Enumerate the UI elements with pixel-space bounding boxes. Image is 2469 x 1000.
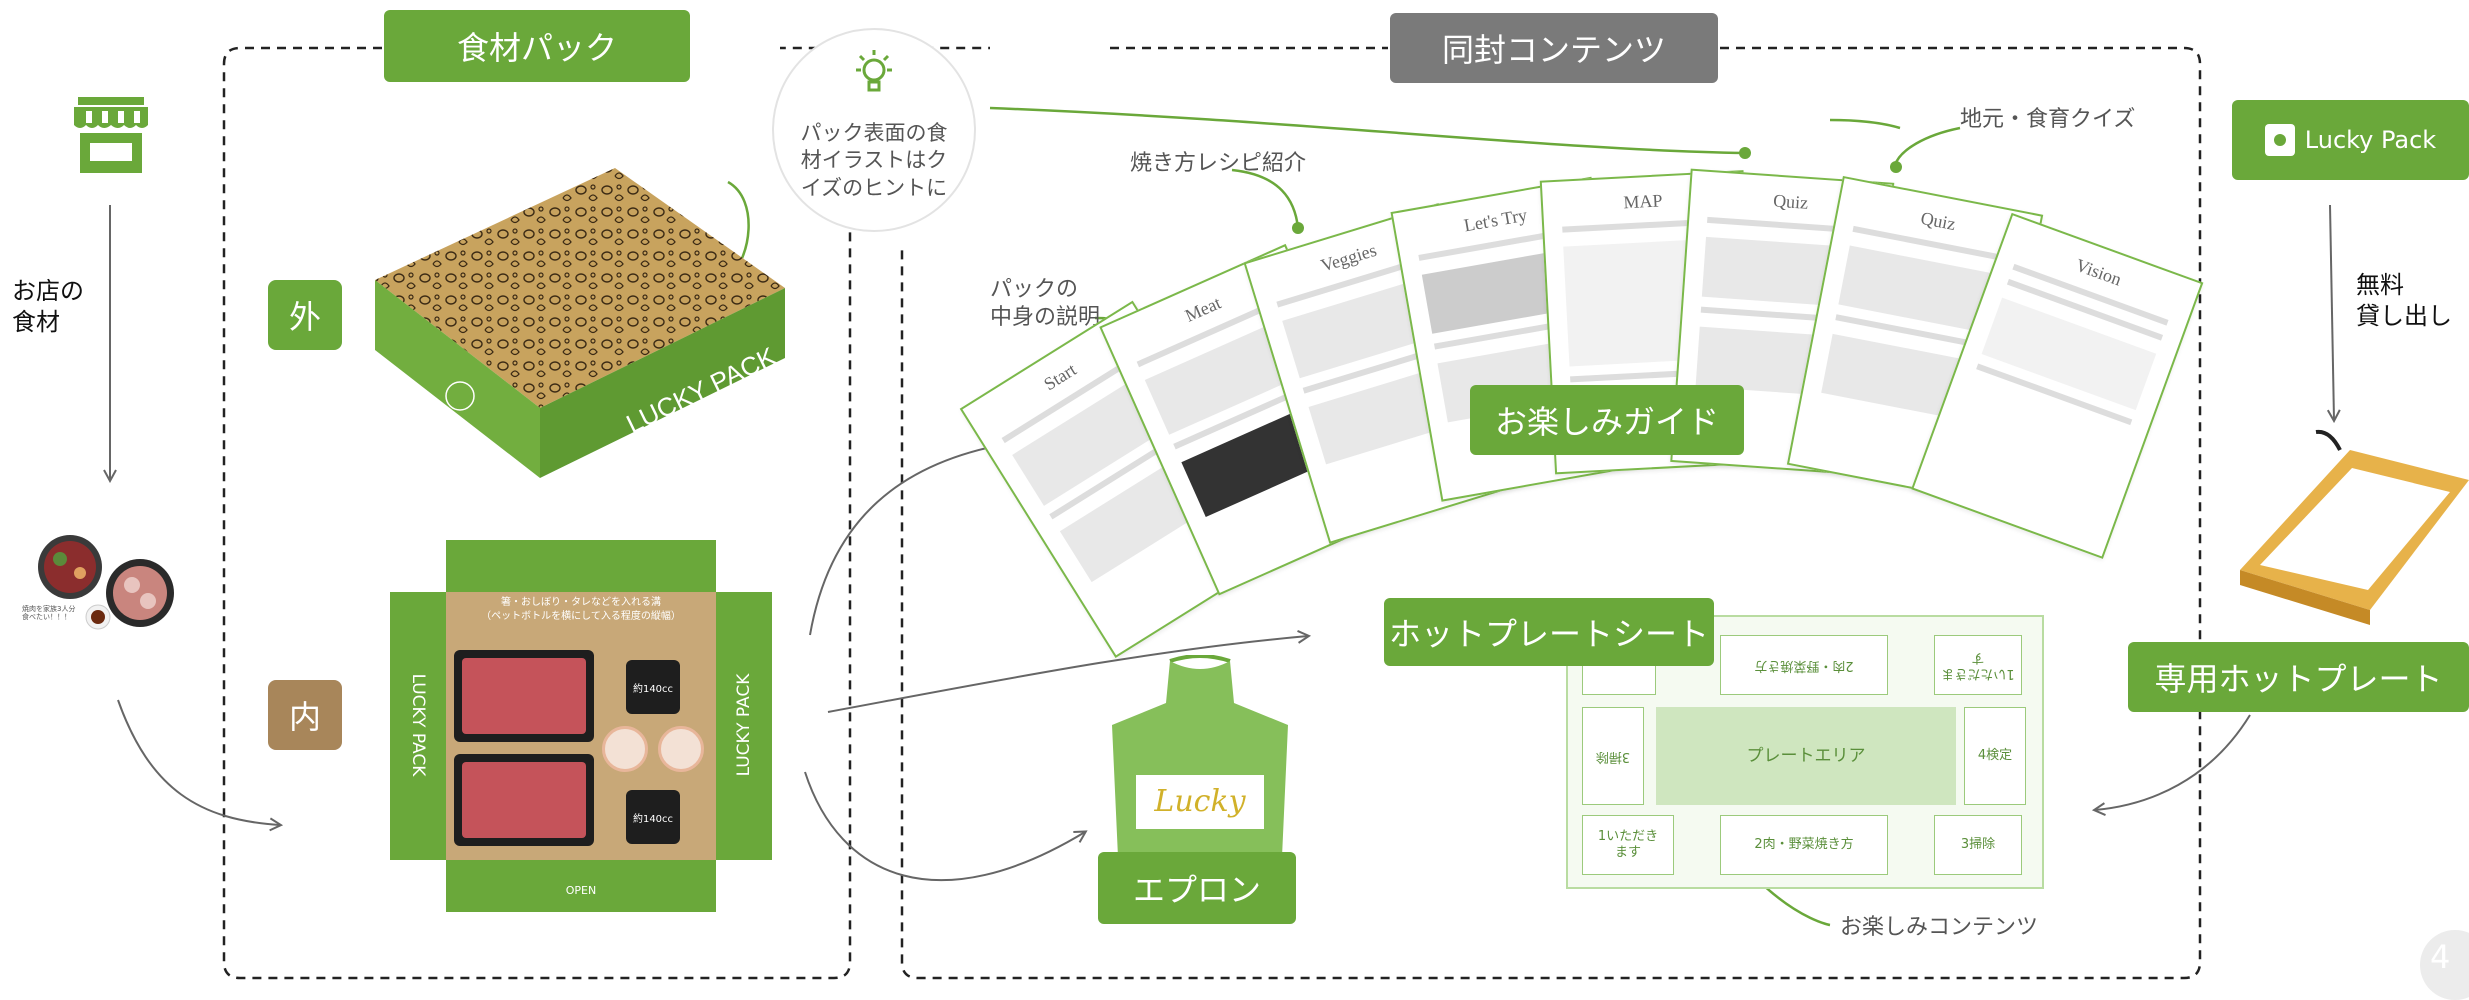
- rental-caption: 無料 貸し出し: [2356, 271, 2452, 331]
- plate-cell: 3掃除: [1582, 707, 1644, 805]
- shop-icon: [72, 95, 150, 175]
- side-label-right: LUCKY PACK: [734, 673, 754, 777]
- open-label: OPEN: [565, 884, 597, 897]
- plate-cell: 1いただきます: [1934, 635, 2022, 695]
- annotation-recipe: 焼き方レシピ紹介: [1130, 151, 1307, 176]
- hotplate-image: [2230, 420, 2469, 630]
- apron-image: Lucky: [1100, 654, 1300, 905]
- hint-bubble: パック表面の食 材イラストはク イズのヒントに: [772, 28, 976, 232]
- contents-title: 同封コンテンツ: [1390, 13, 1718, 83]
- cup-label-1: 約140cc: [632, 684, 674, 695]
- plate-caption: お楽しみコンテンツ: [1840, 915, 2039, 940]
- pack-inner-tray: 箸・おしぼり・タレなどを入れる溝 （ペットボトルを横にして入る程度の縦幅） 約1…: [390, 540, 772, 912]
- hotplate-sheet-label: ホットプレートシート: [1384, 598, 1714, 666]
- page-number: 4: [2430, 938, 2451, 976]
- lightbulb-icon: [856, 50, 892, 92]
- annotation-start: パックの 中身の説明: [990, 277, 1101, 330]
- lucky-pack-label: Lucky Pack: [2304, 126, 2437, 154]
- apron-logo: Lucky: [1136, 775, 1264, 829]
- shop-caption: お店の 食材: [12, 277, 84, 337]
- plate-area: プレートエリア: [1656, 707, 1956, 805]
- pack-outer-box: LUCKY PACK: [365, 160, 795, 480]
- cup-label-2: 約140cc: [632, 814, 674, 825]
- apron-label: エプロン: [1098, 852, 1296, 924]
- outer-label: 外: [268, 280, 342, 350]
- hotplate-label: 専用ホットプレート: [2128, 642, 2469, 712]
- inner-label: 内: [268, 680, 342, 750]
- side-label-left: LUCKY PACK: [408, 673, 428, 777]
- guide-label: お楽しみガイド: [1470, 385, 1744, 455]
- plate-cell: 2肉・野菜焼き方: [1720, 635, 1888, 695]
- pack-title: 食材パック: [384, 10, 690, 82]
- annotation-quiz: 地元・食育クイズ: [1960, 107, 2136, 132]
- plate-cell: 1いただき ます: [1582, 815, 1674, 875]
- plate-cell: 3掃除: [1934, 815, 2022, 875]
- hint-text: パック表面の食 材イラストはク イズのヒントに: [800, 121, 948, 200]
- food-image: 焼肉を家族3人分食べたい！！！: [22, 525, 182, 645]
- food-caption: 焼肉を家族3人分食べたい！！！: [22, 605, 76, 622]
- lucky-pack-button[interactable]: Lucky Pack: [2232, 100, 2469, 180]
- plate-cell: 2肉・野菜焼き方: [1720, 815, 1888, 875]
- tray-note: 箸・おしぼり・タレなどを入れる溝 （ペットボトルを横にして入る程度の縦幅）: [481, 597, 681, 622]
- plate-cell: 4検定: [1964, 707, 2026, 805]
- guide-sheets: Start Meat Veggies Let's Try MAP Quiz Qu…: [959, 120, 2204, 659]
- bag-icon: [2264, 124, 2295, 156]
